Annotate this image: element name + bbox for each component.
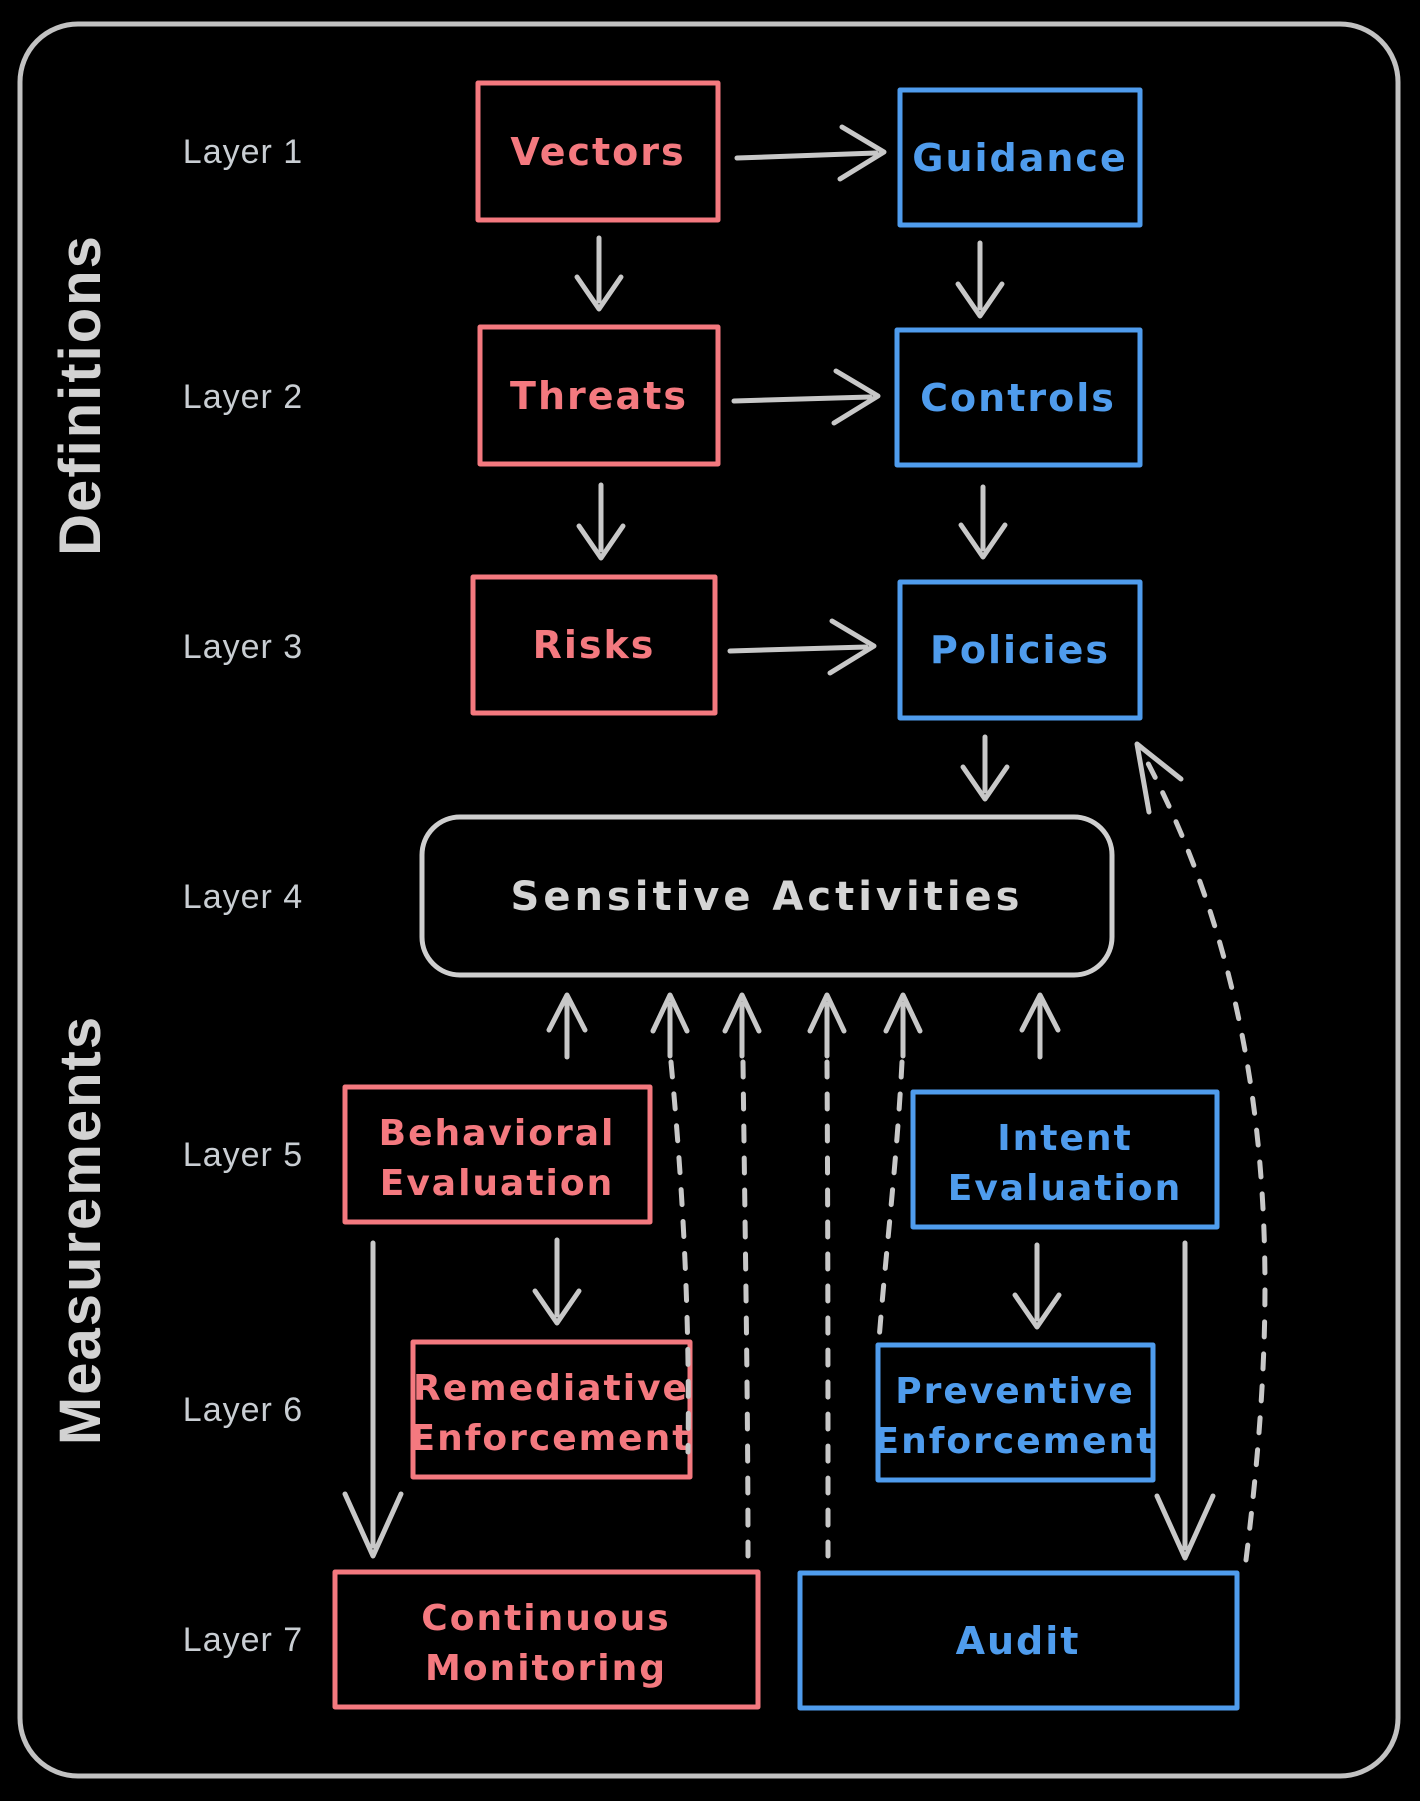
behavioral-evaluation-box (342, 1084, 653, 1225)
risks-label: Risks (533, 623, 656, 667)
policies-box (897, 579, 1143, 721)
arrow-behavioral-to-continuous-monitoring (342, 1240, 404, 1559)
arrow-threats-to-controls (731, 368, 881, 426)
continuous-monitoring-label-line2: Monitoring (425, 1648, 667, 1689)
arrow-risks-to-policies (727, 618, 877, 676)
dashed-arrow-audit-to-policies (1134, 741, 1268, 1563)
layer-3-label: Layer 3 (183, 628, 303, 666)
policies-node: Policies (897, 579, 1143, 721)
dashed-arrow-continuous-monitoring-to-sensitive-activities (722, 992, 762, 1559)
arrow-intent-to-audit (1154, 1240, 1216, 1561)
vectors-label: Vectors (510, 130, 685, 174)
layer-4-label: Layer 4 (183, 878, 303, 916)
policies-label: Policies (930, 628, 1110, 672)
intent-evaluation-node: Intent Evaluation (910, 1089, 1220, 1230)
layer-labels: Layer 1 Layer 2 Layer 3 Layer 4 Layer 5 … (183, 133, 303, 1659)
arrow-policies-to-sensitive-activities (960, 734, 1010, 802)
arrow-intent-to-preventive (1012, 1242, 1062, 1330)
dashed-arrow-audit-to-sensitive-activities (807, 992, 847, 1559)
controls-node: Controls (894, 327, 1143, 468)
section-label-measurements: Measurements (48, 1015, 113, 1445)
controls-box (894, 327, 1143, 468)
remediative-enforcement-node: Remediative Enforcement (410, 1339, 693, 1480)
behavioral-evaluation-node: Behavioral Evaluation (342, 1084, 653, 1225)
sensitive-activities-node: Sensitive Activities (419, 814, 1115, 978)
continuous-monitoring-label-line1: Continuous (421, 1598, 670, 1639)
sensitive-activities-box (419, 814, 1115, 978)
layer-5-label: Layer 5 (183, 1136, 303, 1174)
threats-node: Threats (477, 324, 721, 467)
layer-2-label: Layer 2 (183, 378, 303, 416)
arrow-threats-to-risks (576, 482, 626, 561)
layer-7-label: Layer 7 (183, 1621, 303, 1659)
arrow-behavioral-evaluation-to-sensitive-activities (546, 992, 588, 1060)
layer-1-label: Layer 1 (183, 133, 303, 171)
audit-node: Audit (797, 1570, 1240, 1711)
guidance-node: Guidance (897, 87, 1143, 228)
preventive-enforcement-box (875, 1342, 1156, 1483)
preventive-enforcement-label-line2: Enforcement (875, 1421, 1156, 1462)
remediative-enforcement-label-line1: Remediative (413, 1368, 689, 1409)
remediative-enforcement-label-line2: Enforcement (411, 1418, 692, 1459)
risks-node: Risks (470, 574, 718, 716)
guidance-label: Guidance (912, 136, 1127, 180)
arrow-behavioral-to-remediative (532, 1237, 582, 1326)
vectors-box (475, 80, 721, 223)
remediative-enforcement-box (410, 1339, 693, 1480)
sensitive-activities-label: Sensitive Activities (511, 874, 1024, 920)
arrow-controls-to-policies (958, 484, 1008, 560)
guidance-box (897, 87, 1143, 228)
risks-box (470, 574, 718, 716)
dashed-arrow-preventive-to-sensitive-activities (876, 992, 923, 1343)
behavioral-evaluation-label-line2: Evaluation (380, 1163, 615, 1204)
intent-evaluation-box (910, 1089, 1220, 1230)
preventive-enforcement-label-line1: Preventive (895, 1371, 1135, 1412)
intent-evaluation-label-line2: Evaluation (948, 1168, 1183, 1209)
controls-label: Controls (920, 376, 1116, 420)
threats-label: Threats (510, 374, 688, 418)
arrow-guidance-to-controls (955, 240, 1005, 319)
outer-border (17, 21, 1401, 1779)
section-label-definitions: Definitions (48, 234, 113, 556)
continuous-monitoring-box (332, 1569, 761, 1710)
arrow-vectors-to-threats (574, 235, 624, 312)
preventive-enforcement-node: Preventive Enforcement (875, 1342, 1156, 1483)
arrow-vectors-to-guidance (734, 124, 887, 182)
audit-box (797, 1570, 1240, 1711)
layer-6-label: Layer 6 (183, 1391, 303, 1429)
behavioral-evaluation-label-line1: Behavioral (379, 1113, 616, 1154)
dashed-arrow-remediative-to-sensitive-activities (650, 992, 691, 1455)
vectors-node: Vectors (475, 80, 721, 223)
intent-evaluation-label-line1: Intent (997, 1118, 1133, 1159)
continuous-monitoring-node: Continuous Monitoring (332, 1569, 761, 1710)
arrow-intent-evaluation-to-sensitive-activities (1019, 992, 1061, 1060)
threats-box (477, 324, 721, 467)
audit-label: Audit (956, 1619, 1081, 1663)
